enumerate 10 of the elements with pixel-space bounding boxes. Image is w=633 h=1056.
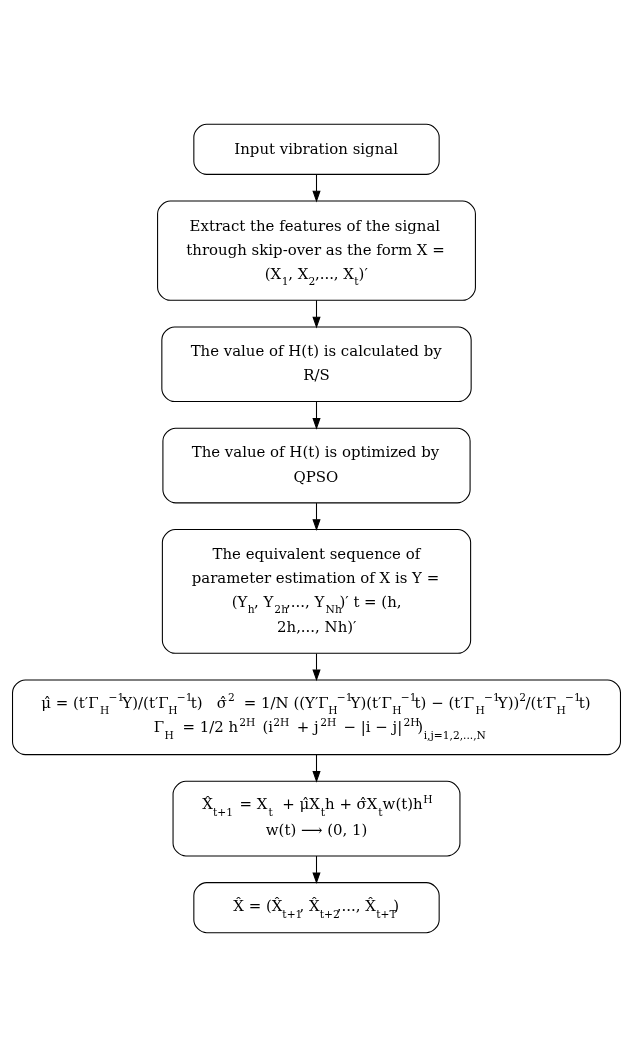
node-box: Input vibration signal xyxy=(193,123,440,175)
arrow xyxy=(312,173,321,203)
node-box: The equivalent sequence of parameter estimation of X is Y = (Y$_{h}$, Y$_{2h}$,..., Y$_{Nh}$)′ t = (h, 2h,..., Nh)′ xyxy=(161,528,472,654)
node-box: X̂$_{t+1}$ = X$_{t}$ + μ̂X$_{t}$h + σ̂X$_{t}$w(t)h$^{H}$ w(t) ⟶ (0, 1) xyxy=(172,780,461,856)
arrow xyxy=(312,299,321,328)
node-box: The value of H(t) is optimized by QPSO xyxy=(162,427,471,503)
node-box: X̂ = (X̂$_{t+1}$, X̂$_{t+2}$,..., X̂$_{t+T}$) xyxy=(193,881,440,933)
node-box: Extract the features of the signal through skip-over as the form X = (X$_{1}$, X$_{2}$,..., X$_{t}$)′ xyxy=(157,200,476,301)
node-box: μ̂ = (t′Γ$_{H}$$^{−1}$Y)/(t′Γ$_{H}$$^{−1}$t) σ̂$^{2}$ = 1/N ((Y′Γ$_{H}$$^{−1}$Y)(t′Γ$_{H}$$^{−1}$t) − (t′Γ$_{H}$$^{−1}$Y))$^{2}$/(t′Γ$_{H}$$^{−1}$t) Γ$_{H}$ = 1/2 h$^{2H}$ (i$^{2H}$ + j$^{2H}$ − |i − j|$^{2H}$)$_{i,j=1,2,...,N}$ xyxy=(12,678,621,755)
node-box: The value of H(t) is calculated by R/S xyxy=(161,325,472,402)
